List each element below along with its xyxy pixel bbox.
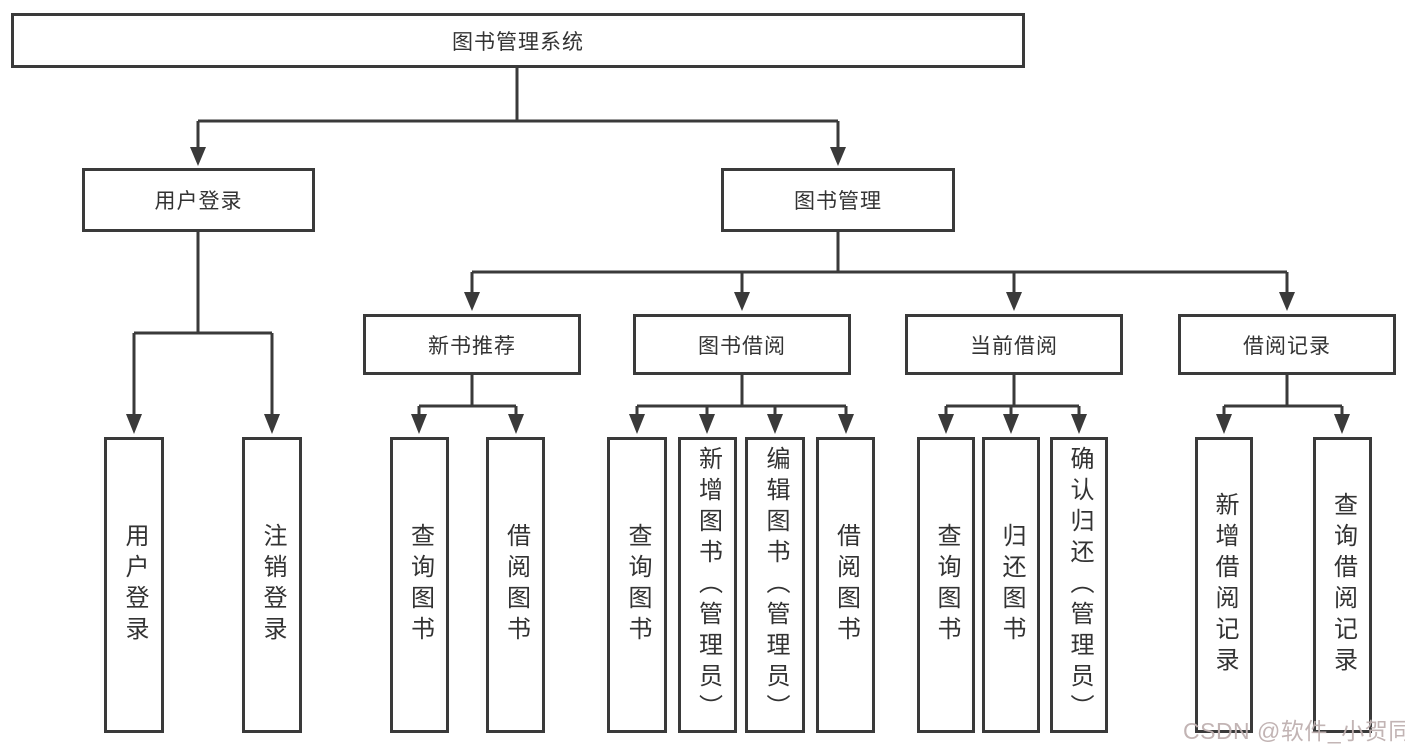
leaf-logout: 注销登录: [242, 437, 302, 733]
leaf-bb-add-books-admin-label: 新增图书（管理员）: [694, 445, 722, 725]
node-user-login-group: 用户登录: [82, 168, 315, 232]
arrowhead-br-add: [1216, 414, 1232, 434]
node-root-system: 图书管理系统: [11, 13, 1025, 68]
leaf-br-add-record: 新增借阅记录: [1195, 437, 1253, 733]
node-root-system-label: 图书管理系统: [452, 30, 584, 54]
node-book-management-label: 图书管理: [794, 190, 882, 213]
node-current-borrowing: 当前借阅: [905, 314, 1123, 375]
arrowhead-br-query: [1334, 414, 1350, 434]
leaf-cb-return-books: 归还图书: [982, 437, 1040, 733]
leaf-user-login: 用户登录: [104, 437, 164, 733]
arrowheads: [126, 147, 1350, 434]
node-book-management: 图书管理: [721, 168, 955, 232]
arrowhead-bb-edit: [767, 414, 783, 434]
leaf-user-login-label: 用户登录: [121, 523, 148, 647]
leaf-bb-borrow-books: 借阅图书: [816, 437, 875, 733]
arrowhead-new-book: [464, 292, 480, 311]
arrowhead-book-mgmt: [830, 147, 846, 166]
node-borrowing-records-label: 借阅记录: [1243, 334, 1331, 358]
leaf-cb-query-books-label: 查询图书: [933, 523, 960, 647]
node-user-login-group-label: 用户登录: [154, 190, 243, 213]
leaf-bb-add-books-admin: 新增图书（管理员）: [678, 437, 737, 733]
leaf-nb-query-books: 查询图书: [390, 437, 449, 733]
arrowhead-cb-return: [1003, 414, 1019, 434]
arrowhead-book-borrow: [734, 292, 750, 311]
csdn-watermark: CSDN @软件_小贺同学: [1183, 718, 1405, 744]
arrowhead-nb-borrow: [508, 414, 524, 434]
leaf-nb-borrow-books: 借阅图书: [486, 437, 545, 733]
leaf-cb-confirm-return-admin-label: 确认归还（管理员）: [1066, 445, 1093, 725]
leaf-bb-edit-books-admin: 编辑图书（管理员）: [745, 437, 805, 733]
node-book-borrowing-label: 图书借阅: [698, 334, 786, 358]
leaf-br-query-record: 查询借阅记录: [1313, 437, 1372, 733]
node-new-book-recommend: 新书推荐: [363, 314, 581, 375]
node-new-book-recommend-label: 新书推荐: [428, 334, 516, 358]
leaf-bb-edit-books-admin-label: 编辑图书（管理员）: [762, 445, 789, 725]
arrowhead-user-login-leaf: [126, 414, 142, 434]
arrowhead-cb-confirm: [1071, 414, 1087, 434]
leaf-cb-return-books-label: 归还图书: [998, 523, 1025, 647]
leaf-br-add-record-label: 新增借阅记录: [1211, 492, 1238, 678]
arrowhead-current-borrow: [1006, 292, 1022, 311]
leaf-bb-query-books-label: 查询图书: [624, 523, 651, 647]
node-book-borrowing: 图书借阅: [633, 314, 851, 375]
leaf-bb-borrow-books-label: 借阅图书: [832, 523, 860, 647]
arrowhead-bb-add: [699, 414, 715, 434]
leaf-nb-borrow-books-label: 借阅图书: [502, 523, 530, 647]
leaf-cb-confirm-return-admin: 确认归还（管理员）: [1050, 437, 1108, 733]
leaf-br-query-record-label: 查询借阅记录: [1329, 492, 1357, 678]
node-current-borrowing-label: 当前借阅: [970, 334, 1058, 358]
node-borrowing-records: 借阅记录: [1178, 314, 1396, 375]
arrowhead-borrow-records: [1279, 292, 1295, 311]
arrowhead-bb-borrow: [838, 414, 854, 434]
leaf-nb-query-books-label: 查询图书: [406, 523, 434, 647]
arrowhead-nb-query: [411, 414, 427, 434]
leaf-cb-query-books: 查询图书: [917, 437, 975, 733]
arrowhead-user-login: [190, 147, 206, 166]
leaf-bb-query-books: 查询图书: [607, 437, 667, 733]
leaf-logout-label: 注销登录: [259, 523, 286, 647]
arrowhead-bb-query: [629, 414, 645, 434]
arrowhead-cb-query: [938, 414, 954, 434]
arrowhead-logout-leaf: [264, 414, 280, 434]
